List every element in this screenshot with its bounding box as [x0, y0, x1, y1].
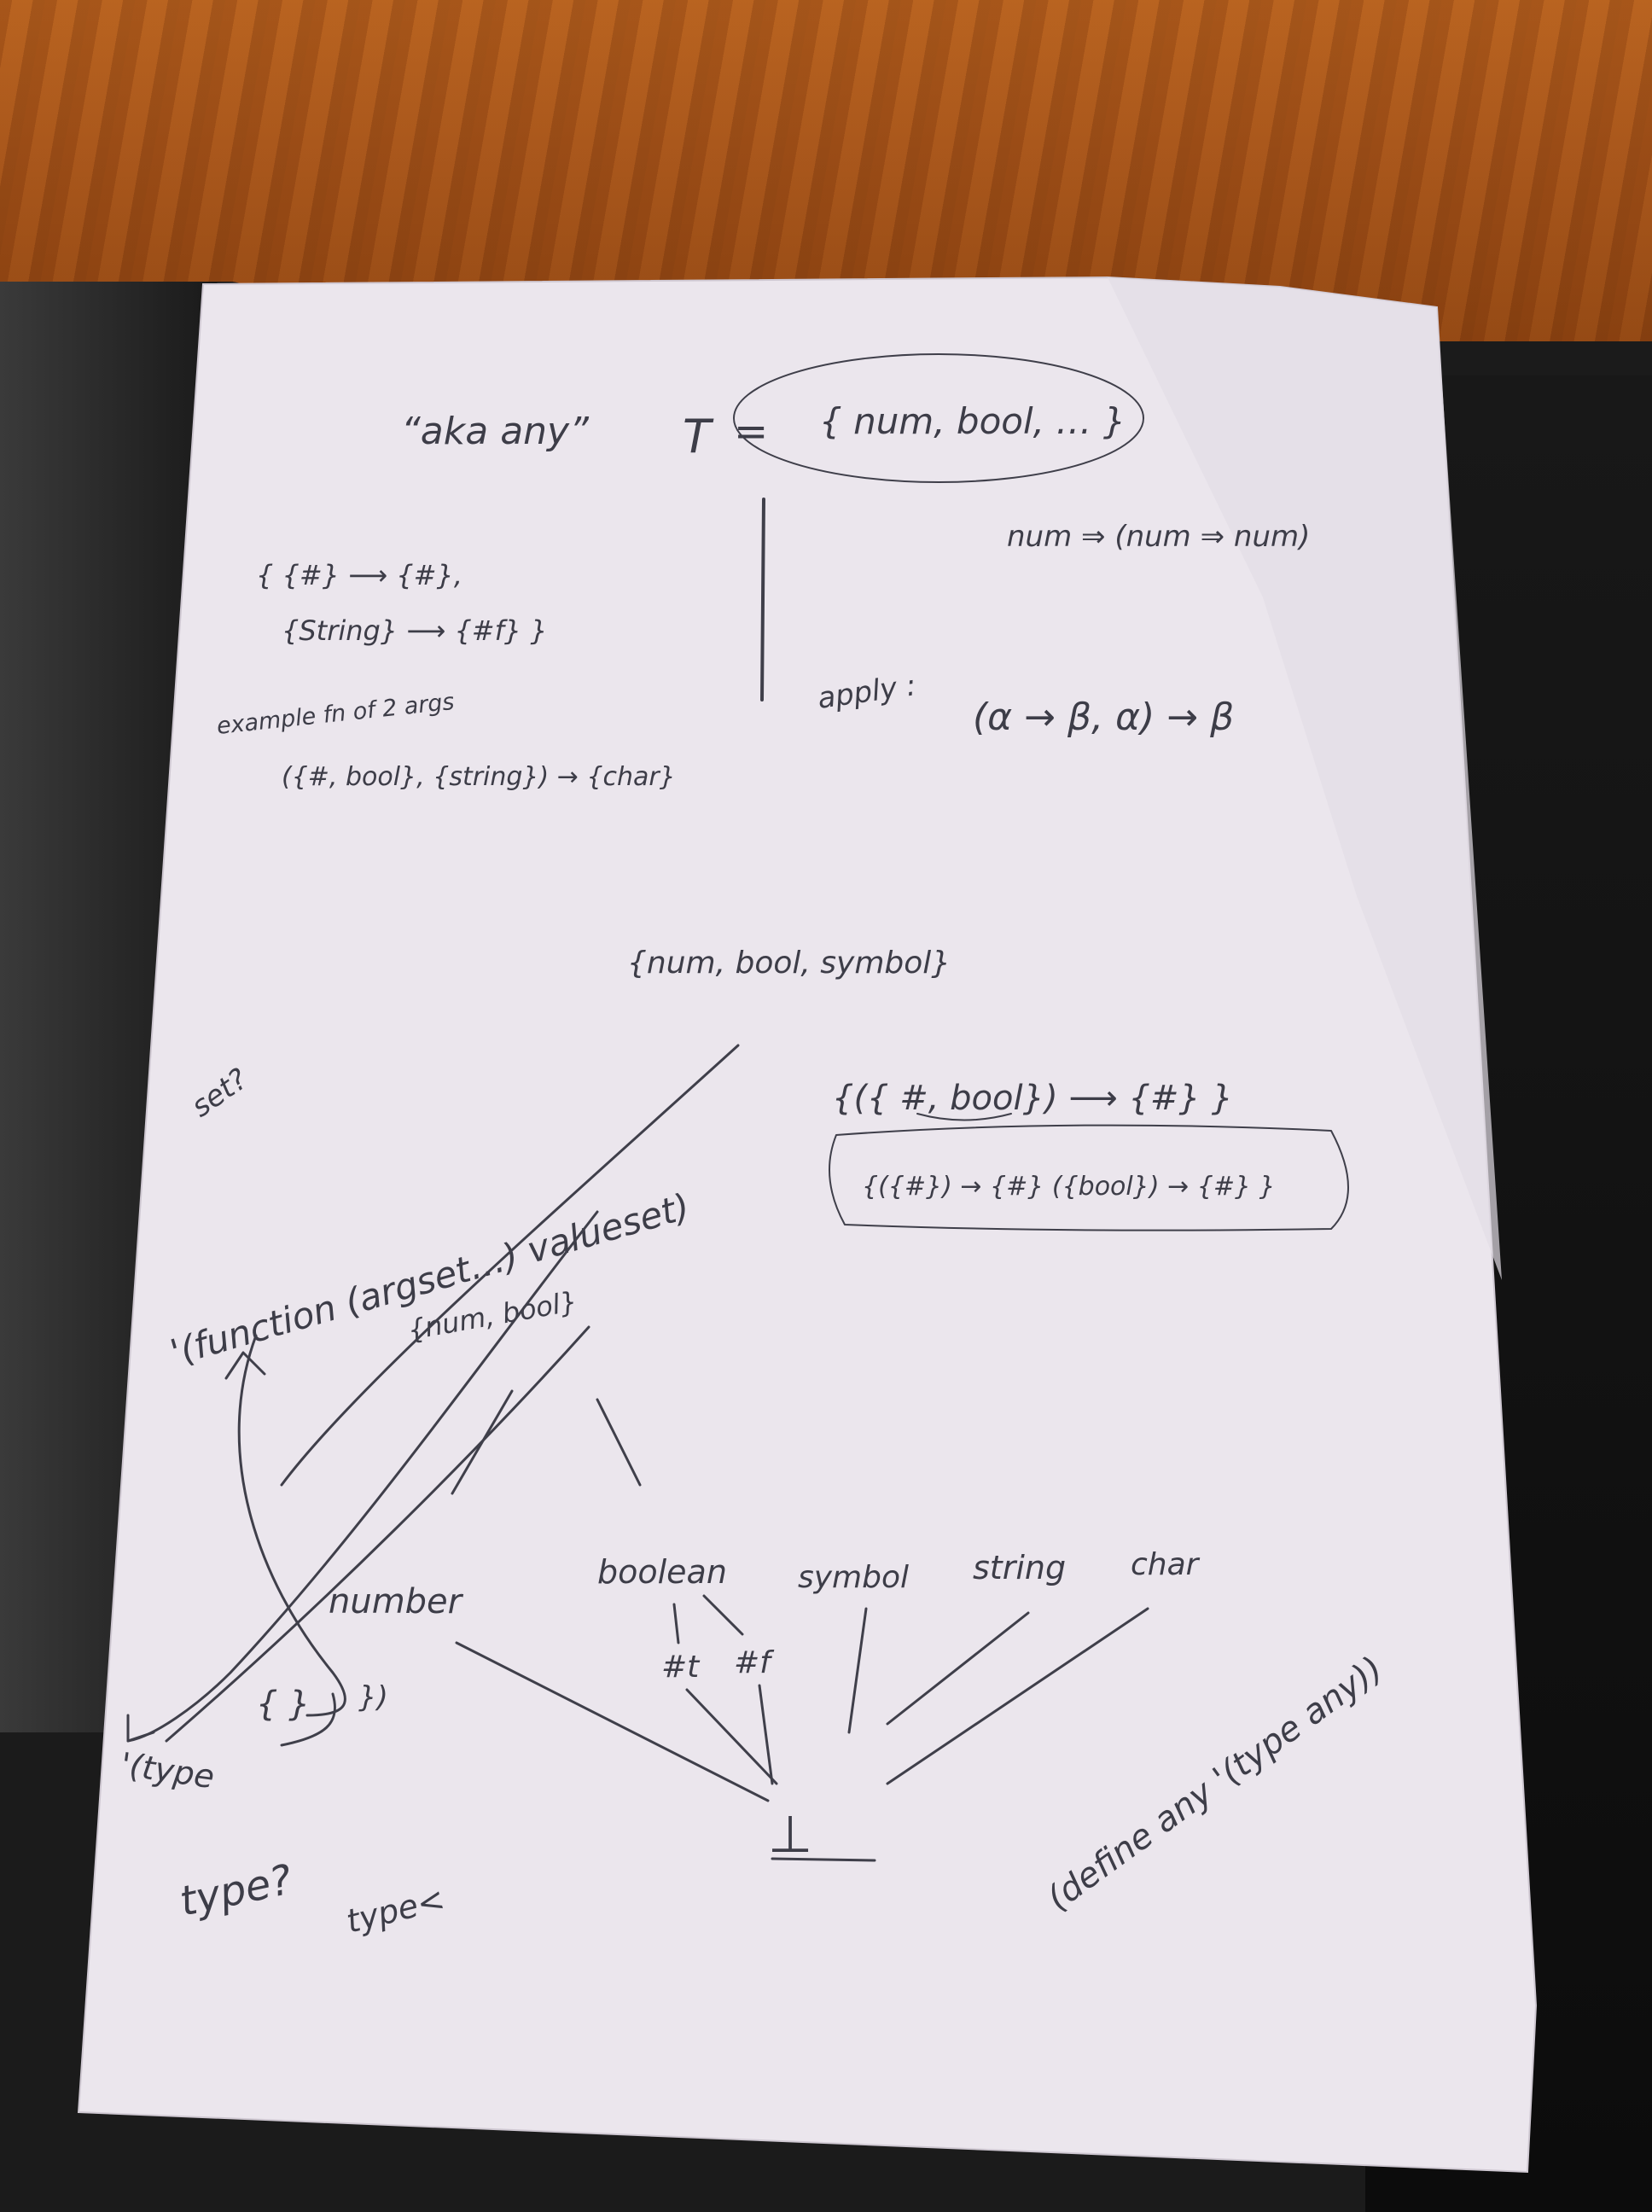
diagonal-line-left — [280, 1044, 740, 1487]
vertical-divider — [760, 498, 765, 701]
true-to-bottom — [685, 1688, 778, 1785]
leaf-number: number — [329, 1582, 464, 1621]
boolean-to-true — [672, 1603, 680, 1644]
bottom-symbol: ⊥ — [768, 1805, 812, 1865]
middle-set: {num, bool, symbol} — [627, 946, 951, 981]
curried-sig: num ⇒ (num ⇒ num) — [1007, 520, 1310, 554]
arrowhead-down — [126, 1714, 155, 1743]
tree-branch-left — [451, 1389, 514, 1495]
true-literal: #t — [661, 1650, 701, 1685]
aka-any-note: “aka any” — [401, 410, 590, 453]
top-symbol: T — [683, 410, 714, 463]
arrow-curve-2 — [165, 1325, 590, 1743]
arrowhead-up — [224, 1351, 266, 1380]
arrow-set-bubble — [829, 1124, 1349, 1231]
leaf-string: string — [973, 1549, 1066, 1586]
boolean-to-false — [702, 1594, 744, 1636]
top-set: { num, bool, … } — [819, 400, 1126, 442]
type-close: }) — [358, 1680, 388, 1714]
arrow-set-line1: {({ #, bool}) ⟶ {#} } — [832, 1079, 1233, 1118]
symbol-to-bottom — [847, 1607, 868, 1734]
number-to-bottom — [455, 1641, 770, 1802]
arrow-curve-3 — [237, 1334, 346, 1717]
bottom-underline — [771, 1857, 876, 1862]
example-signature: ({#, bool}, {string}) → {char} — [282, 762, 676, 792]
arrow-set-line2: {({#}) → {#} ({bool}) → {#} } — [862, 1172, 1276, 1202]
tree-branch-right — [596, 1398, 642, 1487]
leaf-char: char — [1131, 1547, 1201, 1582]
type-braces: { } — [256, 1685, 311, 1724]
false-to-bottom — [758, 1684, 774, 1785]
set-function-line2: {String} ⟶ {#f} } — [282, 614, 548, 647]
bool-underline — [916, 1113, 1012, 1121]
leaf-boolean: boolean — [597, 1553, 727, 1591]
char-to-bottom — [886, 1607, 1149, 1785]
brace-link — [280, 1692, 336, 1747]
leaf-symbol: symbol — [798, 1560, 909, 1595]
arrow-curve-1 — [126, 1210, 599, 1743]
apply-signature: (α → β, α) → β — [973, 696, 1234, 739]
false-literal: #f — [734, 1645, 775, 1680]
set-function-line1: { {#} ⟶ {#}, — [256, 559, 462, 591]
string-to-bottom — [886, 1611, 1030, 1726]
top-set-circle — [733, 353, 1144, 483]
paper-fold — [1108, 277, 1502, 1280]
